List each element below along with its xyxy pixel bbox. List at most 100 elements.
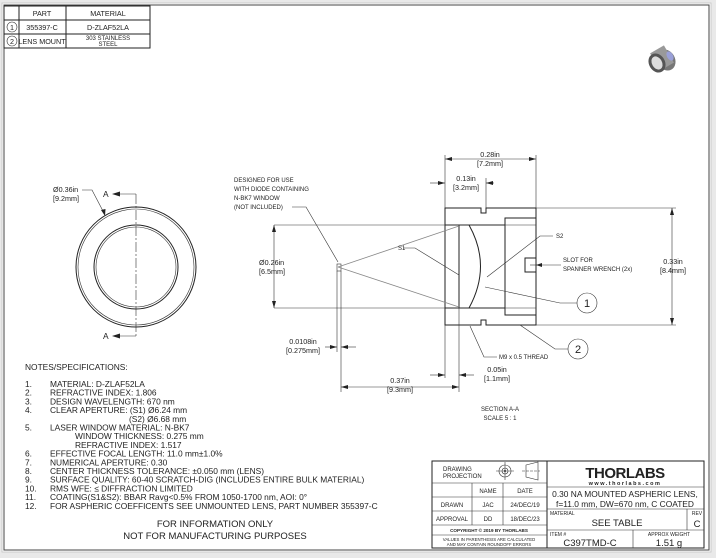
note-subline: REFRACTIVE INDEX: 1.517 (75, 440, 182, 450)
website-text: www.thorlabs.com (588, 481, 662, 487)
dimension-text: [0.275mm] (286, 346, 320, 355)
approval-label: APPROVAL (436, 517, 469, 523)
copyright-text: COPYRIGHT © 2019 BY THORLABS (450, 527, 528, 533)
note-text: RMS WFE: ≤ DIFFRACTION LIMITED (50, 483, 193, 493)
balloon-label: 1 (584, 298, 590, 310)
dimension-text: Ø0.36in (53, 185, 78, 194)
balloon-1 (576, 292, 598, 314)
section-view: 1 2 DESIGNED FOR USE WITH DIODE CONTAINI… (234, 150, 686, 422)
dimension-text: [3.2mm] (453, 183, 479, 192)
dimension-text: [6.5mm] (259, 267, 285, 276)
not-for-manufacturing-notice: NOT FOR MANUFACTURING PURPOSES (123, 531, 307, 542)
note-text: CLEAR APERTURE: (S1) Ø6.24 mm (50, 405, 187, 415)
row-balloon: 2 (10, 37, 14, 46)
part-description: 0.30 NA MOUNTED ASPHERIC LENS, (552, 489, 698, 499)
dimension-text: 0.37in (390, 376, 410, 385)
product-render-image (648, 45, 676, 73)
weight-label: APPROX WEIGHT (648, 532, 690, 538)
column-header: DATE (517, 489, 533, 495)
balloon-label: 2 (575, 344, 581, 356)
note-text: NUMERICAL APERTURE: 0.30 (50, 457, 168, 467)
section-label: A (103, 189, 109, 199)
material-cell: D-ZLAF52LA (87, 23, 129, 32)
drawn-label: DRAWN (441, 503, 463, 509)
notes-heading: NOTES/SPECIFICATIONS: (25, 362, 128, 372)
part-cell: 355397-C (26, 23, 58, 32)
dimension-text: [8.4mm] (660, 266, 686, 275)
note-number: 5. (25, 423, 32, 433)
parts-table: PART MATERIAL 1 355397-C D-ZLAF52LA 2 LE… (3, 5, 151, 49)
column-header: NAME (479, 489, 496, 495)
thorlabs-logo: THORLABS (585, 465, 665, 482)
design-note: N-BK7 WINDOW (234, 196, 280, 202)
header-part: PART (33, 9, 52, 18)
dimension-text: 0.0108in (289, 337, 317, 346)
front-view: A A Ø0.36in [9.2mm] (53, 185, 197, 341)
section-scale: SCALE 5 : 1 (483, 416, 517, 422)
note-text: MATERIAL: D-ZLAF52LA (50, 379, 145, 389)
slot-note: SPANNER WRENCH (2x) (563, 267, 632, 273)
note-text: EFFECTIVE FOCAL LENGTH: 11.0 mm±1.0% (50, 449, 223, 459)
surface-label: S2 (556, 234, 564, 240)
material-cell: STEEL (98, 42, 118, 48)
note-text: REFRACTIVE INDEX: 1.806 (50, 388, 157, 398)
dimension-text: 0.28in (480, 150, 500, 159)
note-number: 9. (25, 475, 32, 485)
part-cell: LENS MOUNT (18, 37, 66, 46)
title-block: DRAWING PROJECTION NAME DATE DRAWN JAC 2… (431, 460, 705, 549)
note-text: DESIGN WAVELENGTH: 670 nm (50, 396, 175, 406)
dimension-text: Ø0.26in (259, 258, 284, 267)
note-number: 8. (25, 466, 32, 476)
note-text: FOR ASPHERIC COEFFICENTS SEE UNMOUNTED L… (50, 501, 378, 511)
drawing-border (3, 4, 710, 551)
drawn-name: JAC (482, 503, 494, 509)
item-label: ITEM # (550, 532, 566, 538)
rev-value: C (694, 519, 701, 530)
part-description: f=11.0 mm, DW=670 nm, C COATED (556, 499, 694, 509)
material-value: SEE TABLE (592, 518, 643, 529)
surface-label: S1 (398, 246, 406, 252)
rev-label: REV (692, 511, 703, 517)
dimension-text: 0.05in (487, 365, 507, 374)
dimension-text: [9.2mm] (53, 194, 79, 203)
note-text: CENTER THICKNESS TOLERANCE: ±0.050 mm (L… (50, 466, 264, 476)
dimension-text: [9.3mm] (387, 385, 413, 394)
row-balloon: 1 (10, 23, 14, 32)
dimension-text: 0.33in (663, 257, 683, 266)
section-title: SECTION A-A (481, 407, 519, 413)
note-number: 10. (25, 483, 37, 493)
weight-value: 1.51 g (656, 538, 682, 549)
material-cell: 303 STAINLESS (86, 36, 130, 42)
drawn-date: 24/DEC/19 (510, 503, 540, 509)
note-number: 2. (25, 388, 32, 398)
balloon-icon (6, 21, 18, 33)
balloon-icon (6, 35, 18, 47)
design-note: WITH DIODE CONTAINING (234, 187, 309, 193)
design-note: (NOT INCLUDED) (234, 205, 283, 211)
thread-note: M9 x 0.5 THREAD (499, 355, 549, 361)
dimension-text: [7.2mm] (477, 159, 503, 168)
note-subline: WINDOW THICKNESS: 0.275 mm (75, 431, 204, 441)
note-text: COATING(S1&S2): BBAR Ravg<0.5% FROM 1050… (50, 492, 307, 502)
note-number: 6. (25, 449, 32, 459)
design-note: DESIGNED FOR USE (234, 178, 294, 184)
projection-label: PROJECTION (443, 474, 482, 480)
note-number: 7. (25, 457, 32, 467)
info-only-notice: FOR INFORMATION ONLY (157, 519, 274, 530)
approval-date: 18/DEC/23 (510, 517, 540, 523)
note-number: 1. (25, 379, 32, 389)
material-label: MATERIAL (550, 511, 575, 517)
slot-note: SLOT FOR (563, 258, 594, 264)
approval-name: DD (484, 517, 493, 523)
note-number: 11. (25, 492, 36, 502)
balloon-2 (567, 338, 589, 360)
dimension-text: 0.13in (456, 174, 476, 183)
projection-label: DRAWING (443, 467, 472, 473)
note-text: SURFACE QUALITY: 60-40 SCRATCH-DIG (INCL… (50, 475, 364, 485)
item-number: C397TMD-C (563, 538, 616, 549)
note-number: 4. (25, 405, 32, 415)
third-angle-projection-icon (496, 461, 540, 481)
dimension-text: [1.1mm] (484, 374, 510, 383)
values-note: VALUES IN PARENTHESIS ARE CALCULATED (443, 537, 535, 542)
